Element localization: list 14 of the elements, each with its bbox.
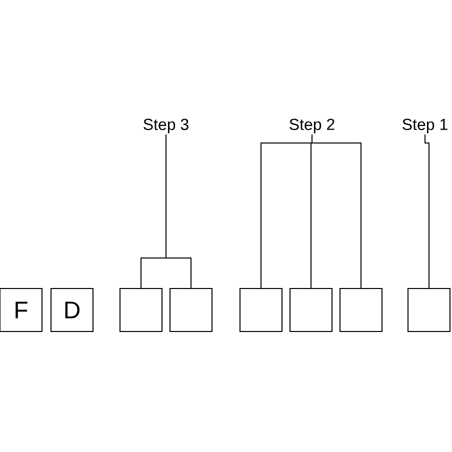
step-label: Step 1 <box>402 118 448 134</box>
letter-box: D <box>50 288 94 332</box>
step-label: Step 2 <box>290 118 334 134</box>
empty-box <box>120 288 162 332</box>
letter-box: F <box>0 288 42 332</box>
empty-box <box>240 288 282 332</box>
empty-box <box>340 288 382 332</box>
connector-line <box>166 134 192 288</box>
connector-line <box>312 134 362 288</box>
connector-line <box>424 134 430 288</box>
empty-box <box>408 288 450 332</box>
empty-box <box>290 288 332 332</box>
step-label: Step 3 <box>144 118 188 134</box>
empty-box <box>170 288 212 332</box>
